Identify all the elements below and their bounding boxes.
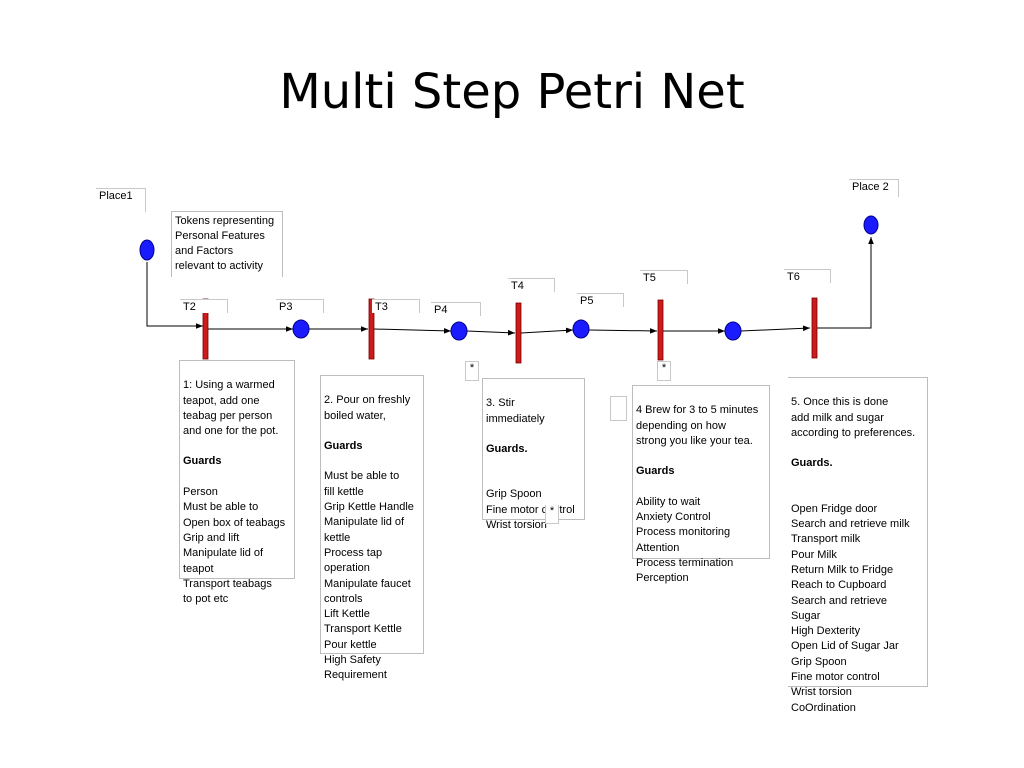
label-place2: Place 2: [849, 179, 899, 197]
marker-empty-box: [610, 396, 627, 421]
marker-star-step3: *: [545, 505, 559, 524]
transition-t6[interactable]: [811, 297, 818, 359]
step3-guards-heading: Guards.: [486, 442, 528, 455]
step1-box: 1: Using a warmed teapot, add one teabag…: [179, 360, 295, 605]
place-place1[interactable]: [139, 239, 155, 261]
place-p4[interactable]: [450, 321, 468, 341]
arc-place1-t2: [146, 262, 203, 329]
step4-text: 4 Brew for 3 to 5 minutes depending on h…: [636, 404, 759, 447]
place-p3[interactable]: [292, 319, 310, 339]
transition-t4[interactable]: [515, 302, 522, 364]
label-place1: Place1: [96, 188, 146, 212]
transition-t3[interactable]: [368, 298, 375, 360]
step5-guards-heading: Guards.: [791, 457, 833, 470]
step3-guards-list: Grip Spoon Fine motor control Wrist tors…: [486, 488, 575, 532]
step5-guards-list: Open Fridge door Search and retrieve mil…: [791, 502, 910, 714]
arc-p6-t6: [740, 325, 811, 332]
label-t5: T5: [640, 270, 688, 284]
step1-guards-list: Person Must be able to Open box of teaba…: [183, 486, 286, 606]
label-p5: P5: [577, 293, 624, 307]
arc-p4-t4: [466, 329, 516, 336]
step2-text: 2. Pour on freshly boiled water,: [324, 394, 411, 422]
step2-guards-list: Must be able to fill kettle Grip Kettle …: [324, 470, 414, 682]
label-t2: T2: [180, 299, 228, 313]
step3-text: 3. Stir immediately: [486, 397, 545, 425]
step1-text: 1: Using a warmed teapot, add one teabag…: [183, 379, 279, 438]
label-t6: T6: [784, 269, 831, 283]
place-p5[interactable]: [572, 319, 590, 339]
label-p3: P3: [276, 299, 324, 313]
step5-box: 5. Once this is done add milk and sugar …: [788, 377, 928, 714]
place-place2[interactable]: [863, 215, 879, 235]
tokens-note: Tokens representing Personal Features an…: [171, 211, 283, 277]
marker-star-p4: *: [465, 361, 479, 381]
marker-star-t5: *: [657, 361, 671, 381]
arc-t4-p5: [520, 327, 574, 334]
slide-title: Multi Step Petri Net: [279, 64, 745, 120]
arc-t3-p4: [373, 328, 452, 334]
step2-guards-heading: Guards: [324, 439, 363, 452]
step4-guards-heading: Guards: [636, 465, 675, 478]
transition-t5[interactable]: [657, 299, 664, 361]
label-p4: P4: [431, 302, 481, 316]
step4-guards-list: Ability to wait Anxiety Control Process …: [636, 495, 734, 585]
arc-p5-t5: [588, 328, 658, 334]
label-t3: T3: [372, 299, 420, 313]
step4-box: 4 Brew for 3 to 5 minutes depending on h…: [632, 385, 770, 584]
step3-box: 3. Stir immediately Guards. Grip Spoon F…: [482, 378, 585, 531]
arc-t6-place2: [817, 237, 874, 329]
step5-text: 5. Once this is done add milk and sugar …: [791, 396, 916, 439]
place-p6[interactable]: [724, 321, 742, 341]
label-t4: T4: [508, 278, 555, 292]
step2-box: 2. Pour on freshly boiled water, Guards …: [320, 375, 424, 681]
step1-guards-heading: Guards: [183, 455, 222, 468]
